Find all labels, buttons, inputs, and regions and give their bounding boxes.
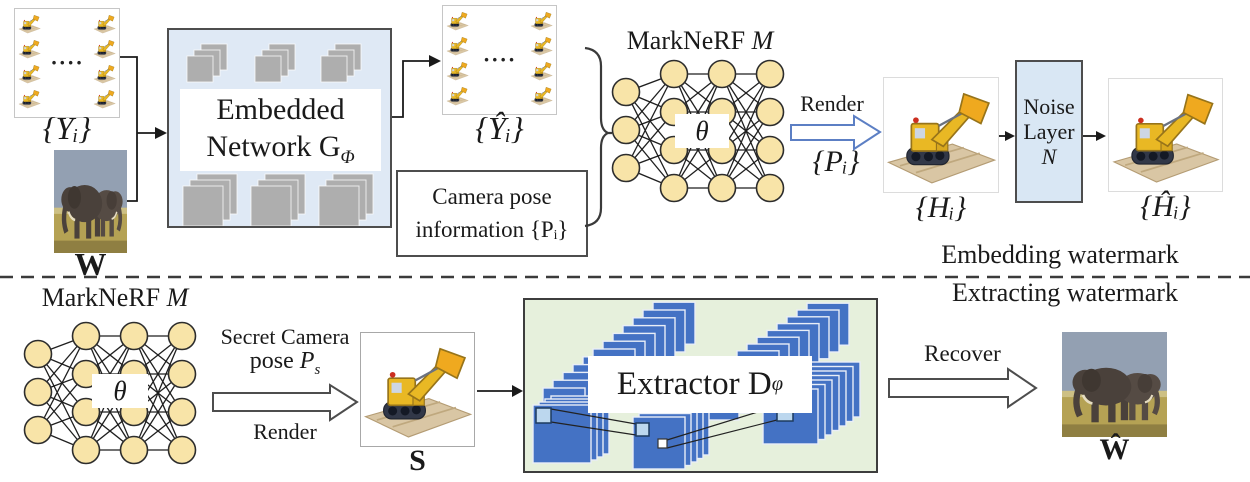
noised-set-label: {Ĥᵢ} [1140,190,1191,223]
marknerf-title-text: MarkNeRF [626,26,752,55]
camera-pose-box: Camera pose information {Pᵢ} [396,170,588,257]
rendered-view-image [883,77,999,193]
secret-camera-line1: Secret Camera [220,324,350,349]
marknerf-title-top: MarkNeRF M [600,27,800,54]
embedded-set-label: {Ŷᵢ} [475,110,524,146]
recover-arrow [888,367,1038,409]
theta-symbol: θ [113,375,127,406]
thumbnail-column-right [93,12,116,114]
thumbnail-column-left [446,9,469,111]
render-poses-label: {Pᵢ} [812,145,860,178]
extracting-section-label: Extracting watermark [952,278,1178,307]
noised-view-image [1108,78,1223,192]
camera-pose-line1: Camera pose [432,184,552,210]
marknerf-title-bottom: MarkNeRF M [20,284,210,311]
ellipsis-dots: ···· [50,50,84,75]
recovered-watermark-label: Ŵ [1099,433,1130,466]
arrow-embed-to-embedded-views [392,60,430,118]
noise-layer-box: Noise Layer N [1015,60,1083,203]
secret-camera-line2: pose Ps [205,348,365,378]
noise-layer-line1: Noise [1023,93,1075,119]
feature-map-decor [182,43,374,226]
embedded-network-line2: Network GΦ [180,128,381,169]
marknerf-title-var: M [751,26,774,55]
watermark-label: W [74,246,107,282]
embedded-network-line2-text: Network G [206,130,341,164]
recovered-watermark-image [1062,332,1167,437]
embedding-section-label: Embedding watermark [941,240,1179,269]
input-views-box: ···· [14,8,120,118]
camera-pose-line2: information {Pᵢ} [415,216,569,242]
input-set-label: {Yᵢ} [42,110,92,146]
secret-pose-sub: s [314,361,321,378]
noise-layer-line2: Layer [1023,118,1075,144]
noise-layer-symbol: N [1041,144,1057,170]
secret-pose-text: pose [249,348,300,374]
recover-label: Recover [924,341,1001,366]
embedded-network-line1: Embedded [216,92,345,126]
embedded-network-box: Embedded Network GΦ [167,28,392,228]
marknerf-title-text: MarkNeRF [41,283,167,312]
theta-box-top: θ [675,114,729,148]
embedded-network-phi-sub: Φ [340,147,355,169]
embedded-network-label: Embedded Network GΦ [180,89,381,171]
extractor-phi-sub: φ [771,373,784,395]
theta-symbol: θ [695,115,709,146]
embedded-views-box: ···· [442,5,557,115]
render-label-top: Render [800,91,864,116]
render-label-bottom: Render [253,419,317,444]
extractor-label-text: Extractor D [616,366,772,402]
ellipsis-dots: ···· [482,47,517,72]
marknerf-network-top [611,59,785,203]
secret-view-image [360,332,475,447]
thumbnail-column-left [18,12,41,114]
thumbnail-column-right [530,9,553,111]
secret-view-label: S [409,444,426,477]
marknerf-title-var: M [166,283,189,312]
secret-pose-render-arrow [212,383,359,422]
watermark-image [54,150,127,253]
rendered-set-label: {Hᵢ} [915,191,967,224]
secret-pose-var: P [299,348,315,374]
theta-box-bottom: θ [92,374,148,408]
